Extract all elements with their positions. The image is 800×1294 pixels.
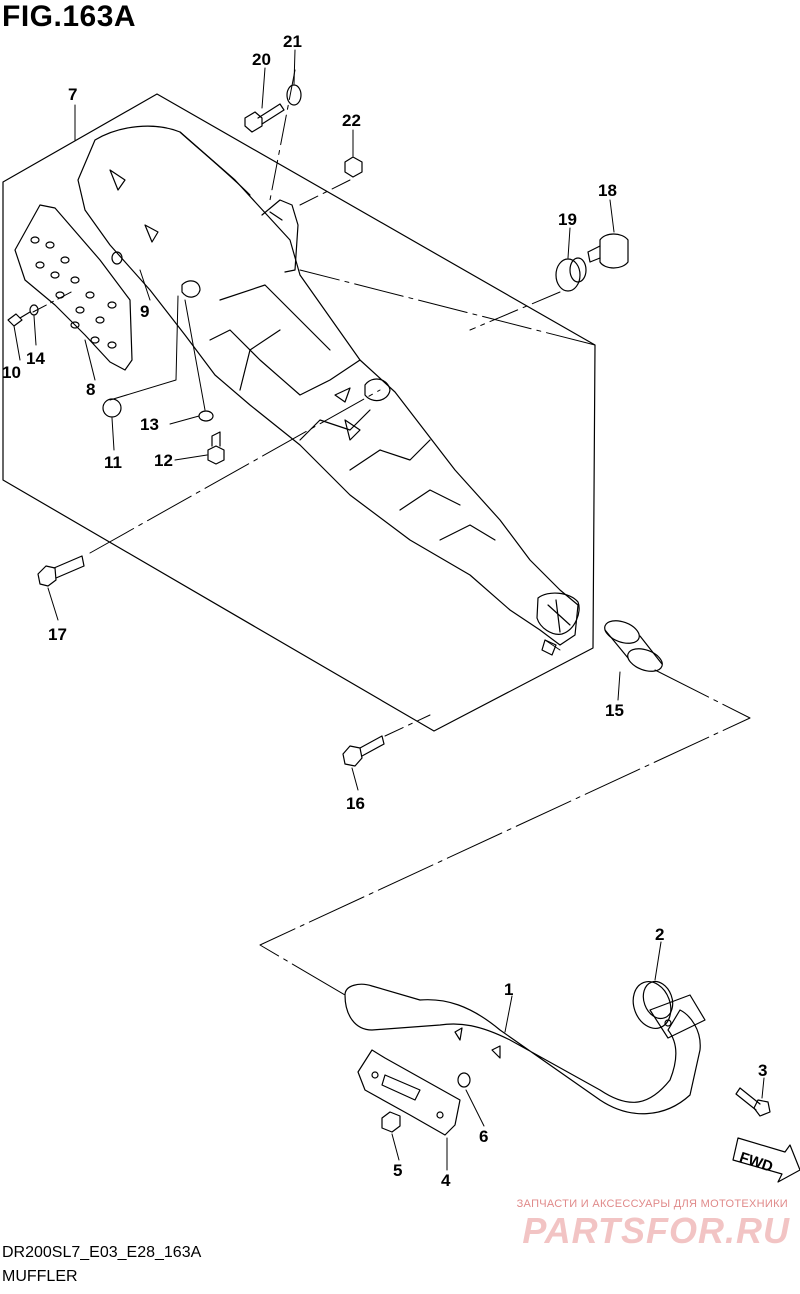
part-label-7: 7 — [68, 85, 77, 104]
part-label-19: 19 — [558, 210, 577, 229]
part-label-1: 1 — [504, 980, 513, 999]
part-label-9: 9 — [140, 302, 149, 321]
part-label-3: 3 — [758, 1061, 767, 1080]
part-label-12: 12 — [154, 451, 173, 470]
part-label-2: 2 — [655, 925, 664, 944]
part-label-21: 21 — [283, 32, 302, 51]
watermark-brand: PARTSFOR.RU — [522, 1210, 790, 1251]
fwd-arrow — [732, 1137, 800, 1183]
part-label-16: 16 — [346, 794, 365, 813]
part-label-6: 6 — [479, 1127, 488, 1146]
screw-10 — [7, 311, 31, 327]
washer-6 — [457, 1072, 471, 1088]
bolt-18 — [587, 233, 629, 269]
figure-title: FIG.163A — [2, 0, 137, 33]
washer-14 — [29, 304, 39, 316]
part-label-13: 13 — [140, 415, 159, 434]
exhaust-pipe — [344, 983, 706, 1115]
watermark-tagline: ЗАПЧАСТИ И АКСЕССУАРЫ ДЛЯ МОТОТЕХНИКИ — [516, 1198, 788, 1210]
figure-code: DR200SL7_E03_E28_163A — [2, 1244, 202, 1261]
grommet-19 — [555, 257, 587, 292]
part-label-5: 5 — [393, 1161, 402, 1180]
part-label-20: 20 — [252, 50, 271, 69]
part-label-8: 8 — [86, 380, 95, 399]
part-label-18: 18 — [598, 181, 617, 200]
part-labels: 1 2 3 4 5 6 7 8 9 10 11 12 13 14 15 16 1… — [2, 32, 775, 1190]
washer-11 — [102, 398, 122, 418]
part-label-11: 11 — [104, 453, 122, 472]
part-label-15: 15 — [605, 701, 624, 720]
bolt-16 — [342, 735, 385, 767]
washer-9 — [111, 251, 123, 265]
part-label-22: 22 — [342, 111, 361, 130]
washer-13 — [198, 410, 214, 422]
assembly-boundary — [2, 93, 596, 732]
part-label-4: 4 — [441, 1171, 451, 1190]
nut-5 — [381, 1111, 401, 1133]
heat-shield — [14, 204, 133, 371]
muffler-body — [77, 125, 580, 656]
part-label-14: 14 — [26, 349, 45, 368]
bolt-20 — [244, 103, 285, 133]
gasket-2 — [632, 980, 674, 1029]
part-label-17: 17 — [48, 625, 67, 644]
bracket-4 — [357, 1049, 461, 1136]
washer-21 — [286, 84, 302, 106]
bolt-17 — [37, 555, 85, 587]
gasket-15 — [604, 620, 663, 672]
bolt-3 — [735, 1087, 771, 1117]
nut-22 — [344, 156, 363, 178]
bolt-12 — [207, 431, 225, 465]
figure-caption: MUFFLER — [2, 1268, 78, 1285]
part-label-10: 10 — [2, 363, 21, 382]
